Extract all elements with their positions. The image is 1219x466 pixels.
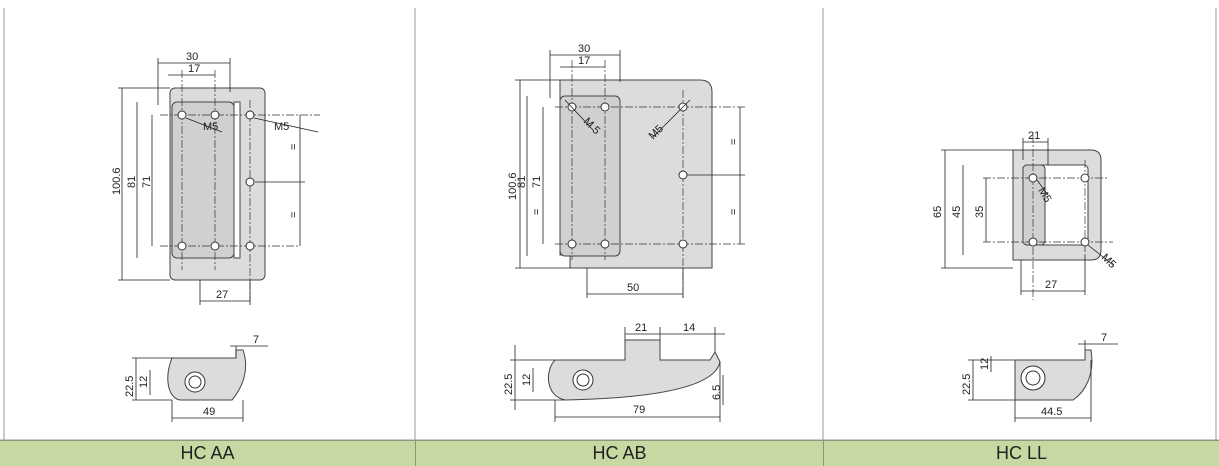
hc-ab-dim-w-top: 30 bbox=[578, 43, 590, 55]
hc-ab-drawing: 30 17 100.6 81 71 = = = M 5 M5 bbox=[503, 43, 745, 422]
hc-aa-front-view: 30 17 100.6 81 71 = = M5 M5 bbox=[111, 51, 320, 305]
panel-hc-ab: 30 17 100.6 81 71 = = = M 5 M5 bbox=[415, 0, 823, 440]
hc-aa-thread-a: M5 bbox=[203, 121, 218, 133]
hc-ab-side-h-inner: 12 bbox=[521, 374, 533, 386]
hc-ab-dim-h-total: 100.6 bbox=[507, 172, 519, 200]
hc-ll-dim-offset-bottom: 27 bbox=[1045, 279, 1057, 291]
hc-ab-dim-h-inner: 71 bbox=[531, 176, 543, 188]
hc-ab-side-w-top: 21 bbox=[635, 322, 647, 334]
hc-ll-dim-h-total: 65 bbox=[932, 206, 944, 218]
hc-aa-eq-b: = bbox=[288, 212, 300, 218]
hc-ab-side-profile bbox=[547, 339, 721, 401]
hc-ab-side-view: 22.5 12 79 21 14 6.5 bbox=[503, 322, 725, 422]
hc-ab-side-tip: 14 bbox=[683, 322, 695, 334]
model-label-hc-ll: HC LL bbox=[823, 440, 1219, 466]
hc-ll-dim-w-top: 21 bbox=[1028, 130, 1040, 142]
hc-ll-drawing: 21 65 45 35 M5 M5 27 bbox=[932, 130, 1118, 422]
hc-ll-side-h-total: 22.5 bbox=[961, 374, 973, 395]
hc-aa-hole-4 bbox=[245, 177, 255, 187]
hc-ab-side-h-total: 22.5 bbox=[503, 374, 515, 395]
hc-aa-hole-5 bbox=[177, 241, 187, 251]
hc-aa-hole-2 bbox=[210, 110, 220, 120]
model-label-hc-ab: HC AB bbox=[415, 440, 823, 466]
hc-aa-dim-h-total: 100.6 bbox=[111, 167, 123, 195]
hc-aa-hole-7 bbox=[245, 241, 255, 251]
hc-ll-side-len: 44.5 bbox=[1041, 406, 1062, 418]
hc-ab-eq-c: = bbox=[531, 209, 543, 215]
model-label-bar: HC AA HC AB HC LL bbox=[0, 440, 1219, 466]
hc-aa-dim-h-inner: 71 bbox=[141, 176, 153, 188]
hc-aa-hole-1 bbox=[177, 110, 187, 120]
hc-ll-thread-b: M5 bbox=[1099, 252, 1118, 271]
hc-ll-dim-h-mid: 45 bbox=[951, 206, 963, 218]
hc-aa-hole-3 bbox=[245, 110, 255, 120]
hc-aa-side-h-total: 22.5 bbox=[124, 376, 136, 397]
hc-aa-side-tip: 7 bbox=[253, 334, 259, 346]
hc-ab-dim-offset-bottom: 50 bbox=[627, 282, 639, 294]
hc-aa-dim-h-mid: 81 bbox=[126, 176, 138, 188]
hc-ab-dim-w-inner: 17 bbox=[578, 55, 590, 67]
panel-hc-aa: 30 17 100.6 81 71 = = M5 M5 bbox=[0, 0, 415, 440]
hc-aa-side-len: 49 bbox=[203, 406, 215, 418]
hc-ll-side-view: 22.5 12 44.5 7 bbox=[961, 332, 1118, 422]
hc-ab-side-right-h: 6.5 bbox=[711, 385, 723, 400]
hc-aa-thread-b: M5 bbox=[274, 121, 289, 133]
hc-aa-side-h-inner: 12 bbox=[138, 376, 150, 388]
hc-aa-hole-6 bbox=[210, 241, 220, 251]
hc-aa-side-profile bbox=[167, 349, 247, 401]
hc-aa-drawing: 30 17 100.6 81 71 = = M5 M5 bbox=[111, 51, 320, 422]
hc-aa-eq-a: = bbox=[288, 144, 300, 150]
hc-aa-dim-w-inner: 17 bbox=[188, 63, 200, 75]
hc-ab-side-len: 79 bbox=[633, 404, 645, 416]
hc-ll-side-h-inner: 12 bbox=[979, 358, 991, 370]
hc-aa-side-view: 22.5 12 49 7 bbox=[124, 334, 268, 422]
model-label-hc-aa: HC AA bbox=[0, 440, 415, 466]
hc-ab-front-view: 30 17 100.6 81 71 = = = M 5 M5 bbox=[507, 43, 745, 300]
hc-ll-dim-h-inner: 35 bbox=[974, 206, 986, 218]
panel-hc-ll: 21 65 45 35 M5 M5 27 bbox=[823, 0, 1216, 440]
hc-ab-eq-a: = bbox=[728, 139, 740, 145]
hc-ab-dim-h-mid: 81 bbox=[516, 176, 528, 188]
hc-aa-dim-w-top: 30 bbox=[186, 51, 198, 63]
hc-ll-front-view: 21 65 45 35 M5 M5 27 bbox=[932, 130, 1118, 300]
hc-aa-dim-offset-bottom: 27 bbox=[216, 289, 228, 301]
hc-ab-eq-b: = bbox=[728, 209, 740, 215]
hc-ll-side-tip: 7 bbox=[1101, 332, 1107, 344]
